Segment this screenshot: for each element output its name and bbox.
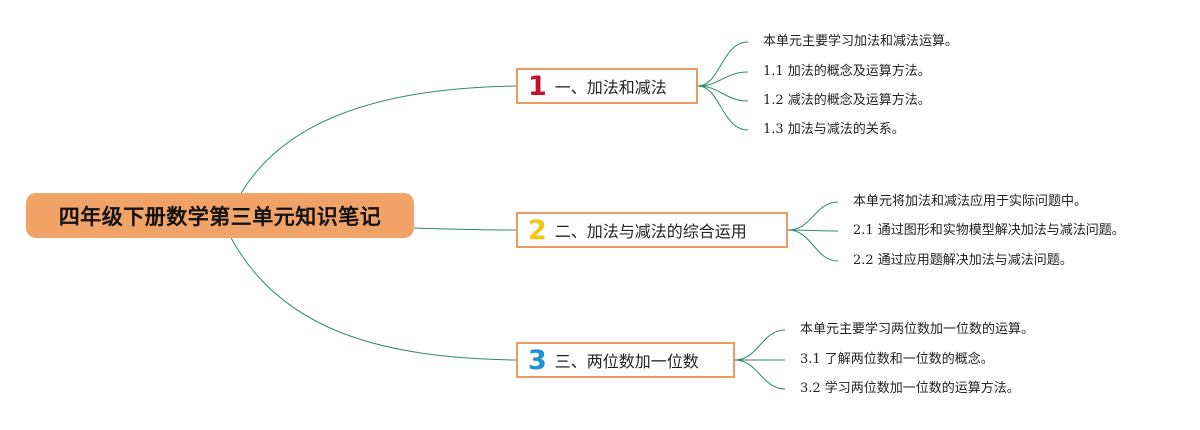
leaf-item: 3.1 了解两位数和一位数的概念。 [800, 352, 994, 367]
topic-label: 三、两位数加一位数 [554, 352, 699, 371]
number-badge: 2 [528, 214, 547, 246]
root-title: 四年级下册数学第三单元知识笔记 [58, 204, 382, 229]
number-badge: 1 [528, 70, 547, 102]
number-badge: 3 [528, 344, 547, 376]
topic-label: 二、加法与减法的综合运用 [554, 222, 747, 241]
leaf-item: 1.1 加法的概念及运算方法。 [763, 64, 931, 79]
topic-label: 一、加法和减法 [554, 78, 667, 97]
leaf-item: 2.1 通过图形和实物模型解决加法与减法问题。 [853, 223, 1125, 238]
topic-node-2[interactable]: 2 二、加法与减法的综合运用 [516, 212, 788, 248]
leaf-item: 本单元主要学习两位数加一位数的运算。 [800, 322, 1035, 337]
topic-node-3[interactable]: 3 三、两位数加一位数 [516, 342, 735, 378]
leaf-item: 1.2 减法的概念及运算方法。 [763, 93, 931, 108]
leaf-item: 1.3 加法与减法的关系。 [763, 122, 905, 137]
leaf-item: 本单元主要学习加法和减法运算。 [763, 34, 959, 49]
leaf-item: 本单元将加法和减法应用于实际问题中。 [853, 194, 1088, 209]
leaf-item: 3.2 学习两位数加一位数的运算方法。 [800, 381, 1020, 396]
leaf-item: 2.2 通过应用题解决加法与减法问题。 [853, 253, 1073, 268]
topic-node-1[interactable]: 1 一、加法和减法 [516, 68, 698, 104]
root-node[interactable]: 四年级下册数学第三单元知识笔记 [26, 193, 414, 238]
